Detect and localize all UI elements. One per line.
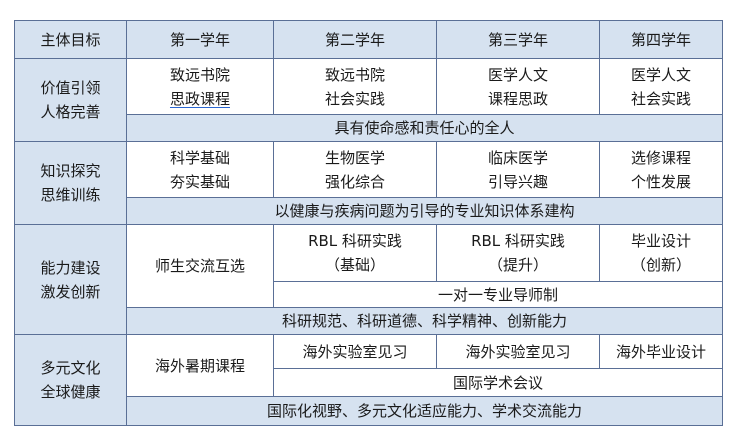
cell-line: （基础） <box>324 255 385 274</box>
section-3-goal-line-2: 激发创新 <box>40 282 101 301</box>
header-goal: 主体目标 <box>14 19 127 60</box>
section-1-row: 价值引领 人格完善 致远书院 思政课程 致远书院 社会实践 医学人文 课程思政 … <box>14 58 723 142</box>
section-4-year-2: 海外实验室见习 <box>273 334 437 370</box>
cell-line: 毕业设计 <box>630 231 691 250</box>
cell-line: 夯实基础 <box>169 172 230 191</box>
section-4-goal: 多元文化 全球健康 <box>14 334 127 426</box>
section-2-year-1: 科学基础 夯实基础 <box>126 140 274 199</box>
cell-line: 课程思政 <box>487 89 548 108</box>
header-year-4: 第四学年 <box>599 19 723 60</box>
section-4-summary-row: 国际化视野、多元文化适应能力、学术交流能力 <box>15 396 723 426</box>
section-4-goal-line-2: 全球健康 <box>40 383 101 402</box>
section-4-summary: 国际化视野、多元文化适应能力、学术交流能力 <box>126 396 723 426</box>
section-1-goal-line-1: 价值引领 <box>40 79 101 98</box>
section-1-summary: 具有使命感和责任心的全人 <box>126 114 723 142</box>
section-3-summary: 科研规范、科研道德、科学精神、创新能力 <box>126 307 723 336</box>
section-3-row: 能力建设 激发创新 师生交流互选 RBL 科研实践 （基础） RBL 科研实践 … <box>14 224 723 336</box>
cell-line: （提升） <box>487 255 548 274</box>
cell-line: 引导兴趣 <box>487 172 548 191</box>
section-3-span-row: 一对一专业导师制 <box>15 280 723 309</box>
section-1-goal: 价值引领 人格完善 <box>14 58 127 142</box>
section-3-goal-line-1: 能力建设 <box>40 258 101 277</box>
section-1-year-4: 医学人文 社会实践 <box>599 58 723 116</box>
section-4-goal-line-1: 多元文化 <box>40 359 101 378</box>
header-row: 主体目标 第一学年 第二学年 第三学年 第四学年 <box>14 19 723 60</box>
header-year-2: 第二学年 <box>273 19 437 60</box>
section-3-summary-row: 科研规范、科研道德、科学精神、创新能力 <box>15 307 723 336</box>
section-2-goal-line-2: 思维训练 <box>40 185 101 204</box>
cell-line: RBL 科研实践 <box>308 231 402 250</box>
section-4-year-1: 海外暑期课程 <box>126 334 274 398</box>
section-1-summary-row: 具有使命感和责任心的全人 <box>15 114 723 142</box>
cell-line: 社会实践 <box>630 89 691 108</box>
cell-line: （创新） <box>630 255 691 274</box>
cell-line: 个性发展 <box>630 172 691 191</box>
section-2-year-2: 生物医学 强化综合 <box>273 140 437 199</box>
cell-line: 科学基础 <box>169 148 230 167</box>
section-2-summary-row: 以健康与疾病问题为引导的专业知识体系建构 <box>15 197 723 226</box>
section-2-goal-line-1: 知识探究 <box>40 161 101 180</box>
section-1-year-3: 医学人文 课程思政 <box>436 58 600 116</box>
cell-line: 致远书院 <box>169 65 230 84</box>
cell-line: 生物医学 <box>324 148 385 167</box>
section-4-year-4: 海外毕业设计 <box>599 334 723 370</box>
curriculum-table: 主体目标 第一学年 第二学年 第三学年 第四学年 价值引领 人格完善 致远书院 … <box>14 19 723 426</box>
cell-line-underlined: 思政课程 <box>169 89 230 108</box>
section-1-year-2: 致远书院 社会实践 <box>273 58 437 116</box>
cell-line: 医学人文 <box>630 65 691 84</box>
section-4-span: 国际学术会议 <box>273 368 723 398</box>
section-2-goal: 知识探究 思维训练 <box>14 140 127 226</box>
header-year-3: 第三学年 <box>436 19 600 60</box>
cell-line: 选修课程 <box>630 148 691 167</box>
cell-line: 临床医学 <box>487 148 548 167</box>
section-3-goal: 能力建设 激发创新 <box>14 224 127 336</box>
section-2-year-4: 选修课程 个性发展 <box>599 140 723 199</box>
cell-line: 医学人文 <box>487 65 548 84</box>
section-3-year-3: RBL 科研实践 （提升） <box>436 224 600 282</box>
section-1-goal-line-2: 人格完善 <box>40 103 101 122</box>
cell-line: 致远书院 <box>324 65 385 84</box>
section-3-year-1: 师生交流互选 <box>126 224 274 309</box>
section-1-year-1: 致远书院 思政课程 <box>126 58 274 116</box>
cell-line: 社会实践 <box>324 89 385 108</box>
section-3-year-2: RBL 科研实践 （基础） <box>273 224 437 282</box>
section-3-span: 一对一专业导师制 <box>273 280 723 309</box>
section-4-row: 多元文化 全球健康 海外暑期课程 海外实验室见习 海外实验室见习 海外毕业设计 <box>14 334 723 426</box>
header-year-1: 第一学年 <box>126 19 274 60</box>
section-4-span-row: 国际学术会议 <box>15 368 723 398</box>
cell-line: RBL 科研实践 <box>471 231 565 250</box>
section-2-row: 知识探究 思维训练 科学基础 夯实基础 生物医学 强化综合 临床医学 引导兴趣 … <box>14 140 723 226</box>
section-4-year-3: 海外实验室见习 <box>436 334 600 370</box>
cell-line: 强化综合 <box>324 172 385 191</box>
section-3-year-4: 毕业设计 （创新） <box>599 224 723 282</box>
section-2-summary: 以健康与疾病问题为引导的专业知识体系建构 <box>126 197 723 226</box>
section-2-year-3: 临床医学 引导兴趣 <box>436 140 600 199</box>
